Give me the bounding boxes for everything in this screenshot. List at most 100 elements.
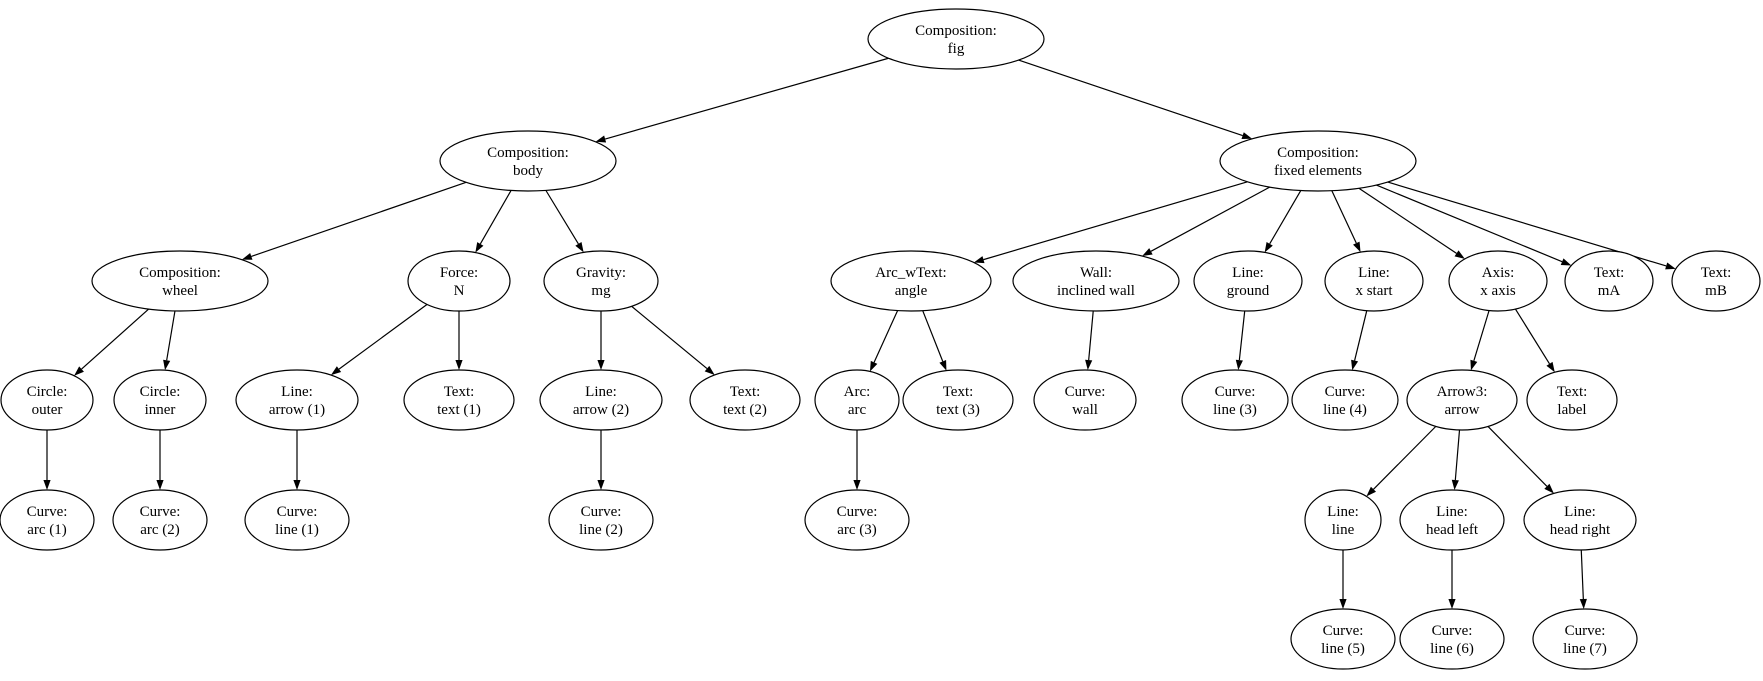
node-wheel-type-label: Composition: (139, 265, 221, 281)
node-text2-type-label: Text: (730, 384, 761, 400)
node-mB-type-label: Text: (1701, 265, 1732, 281)
node-fig-name-label: fig (948, 41, 965, 57)
node-text1-type-label: Text: (444, 384, 475, 400)
node-cline7-name-label: line (7) (1563, 641, 1607, 657)
node-xstart-name-label: x start (1355, 283, 1393, 299)
node-mA-type-label: Text: (1594, 265, 1625, 281)
node-mA-ellipse (1564, 250, 1654, 312)
node-mB-name-label: mB (1705, 283, 1727, 299)
node-wheel-ellipse (91, 250, 269, 312)
node-headright-ellipse (1523, 489, 1637, 551)
edge-fixed-to-angle (973, 181, 1248, 264)
node-xaxis-ellipse (1448, 250, 1548, 312)
node-forceN-type-label: Force: (440, 265, 478, 281)
node-cline5-name-label: line (5) (1321, 641, 1365, 657)
node-headright: Line:head right (1523, 489, 1637, 551)
node-fixed-type-label: Composition: (1277, 145, 1359, 161)
node-arrow3-type-label: Arrow3: (1437, 384, 1488, 400)
node-text1-ellipse (403, 369, 515, 431)
node-text1-name-label: text (1) (437, 402, 481, 418)
node-outer-name-label: outer (32, 402, 63, 418)
edge-forceN-to-text1 (455, 311, 463, 370)
node-text2-name-label: text (2) (723, 402, 767, 418)
node-carc2-name-label: arc (2) (140, 522, 180, 538)
edge-headright-to-cline7 (1579, 549, 1587, 610)
edge-body-to-forceN (475, 190, 512, 253)
node-ground-name-label: ground (1227, 283, 1270, 299)
node-carc3: Curve:arc (3) (804, 489, 910, 551)
node-fig-type-label: Composition: (915, 23, 997, 39)
node-arrow3-name-label: arrow (1445, 402, 1480, 418)
node-cline4: Curve:line (4) (1291, 369, 1399, 431)
node-inner: Circle:inner (113, 369, 207, 431)
node-cline3-type-label: Curve: (1215, 384, 1256, 400)
edge-gravity-to-text2 (631, 305, 715, 375)
node-outer-ellipse (0, 369, 94, 431)
node-text2-ellipse (689, 369, 801, 431)
node-arrow1-type-label: Line: (281, 384, 313, 400)
edge-arrow1-to-cline1 (293, 430, 301, 490)
node-text3: Text:text (3) (902, 369, 1014, 431)
node-cwall-name-label: wall (1072, 402, 1098, 418)
node-outer: Circle: outer (0, 369, 94, 431)
node-fixed-name-label: fixed elements (1274, 163, 1362, 179)
node-body-type-label: Composition: (487, 145, 569, 161)
node-arrow1-name-label: arrow (1) (269, 402, 325, 418)
node-text3-ellipse (902, 369, 1014, 431)
edge-gravity-to-arrow2 (597, 311, 605, 370)
node-xaxis-name-label: x axis (1480, 283, 1516, 299)
node-xaxis-type-label: Axis: (1482, 265, 1515, 281)
node-angle-ellipse (830, 250, 992, 312)
edge-body-to-gravity (545, 190, 584, 253)
node-wall: Wall:inclined wall (1012, 250, 1180, 312)
node-arrow1: Line: arrow (1) (235, 369, 359, 431)
node-outer-type-label: Circle: (27, 384, 68, 400)
node-body: Composition: body (439, 130, 617, 192)
node-carc1-ellipse (0, 489, 95, 551)
node-arrow2-name-label: arrow (2) (573, 402, 629, 418)
node-cline1-name-label: line (1) (275, 522, 319, 538)
node-cline5: Curve:line (5) (1290, 608, 1396, 670)
node-arrow3-ellipse (1406, 369, 1518, 431)
node-cline3-ellipse (1181, 369, 1289, 431)
node-cline2-type-label: Curve: (581, 504, 622, 520)
node-cline1-type-label: Curve: (277, 504, 318, 520)
edge-headleft-to-cline6 (1448, 550, 1456, 609)
edge-arrow2-to-cline2 (597, 430, 605, 490)
node-text1: Text: text (1) (403, 369, 515, 431)
edge-wall-to-cwall (1085, 310, 1094, 371)
node-linenode-ellipse (1304, 489, 1382, 551)
node-cwall-ellipse (1033, 369, 1137, 431)
node-cline7: Curve:line (7) (1532, 608, 1638, 670)
node-headleft-ellipse (1399, 489, 1505, 551)
node-cline3: Curve:line (3) (1181, 369, 1289, 431)
node-cwall-type-label: Curve: (1065, 384, 1106, 400)
node-carc2-type-label: Curve: (140, 504, 181, 520)
node-body-name-label: body (513, 163, 544, 179)
node-mB: Text: mB (1671, 250, 1761, 312)
edge-fixed-to-ground (1264, 190, 1302, 253)
node-cline6-type-label: Curve: (1432, 623, 1473, 639)
tree-nodes: Composition:figComposition:bodyCompositi… (0, 8, 1761, 670)
node-mB-ellipse (1671, 250, 1761, 312)
node-headleft-name-label: head left (1426, 522, 1479, 538)
node-arrow2: Line: arrow (2) (539, 369, 663, 431)
node-xstart: Line:x start (1324, 250, 1424, 312)
edge-xaxis-to-arrow3 (1470, 310, 1490, 371)
edge-fixed-to-xstart (1331, 190, 1361, 253)
node-carc3-ellipse (804, 489, 910, 551)
edge-fig-to-fixed (1018, 59, 1253, 140)
node-labelnode-type-label: Text: (1557, 384, 1588, 400)
node-ground-type-label: Line: (1232, 265, 1264, 281)
edge-fig-to-body (595, 57, 889, 143)
node-angle: Arc_wText:angle (830, 250, 992, 312)
node-wheel: Composition:wheel (91, 250, 269, 312)
node-cline6: Curve:line (6) (1399, 608, 1505, 670)
node-arrow2-type-label: Line: (585, 384, 617, 400)
node-cline1: Curve: line (1) (244, 489, 350, 551)
edge-arc-to-carc3 (853, 430, 861, 490)
node-gravity-ellipse (543, 250, 659, 312)
edge-arrow3-to-linenode (1366, 425, 1437, 497)
node-mA: Text:mA (1564, 250, 1654, 312)
